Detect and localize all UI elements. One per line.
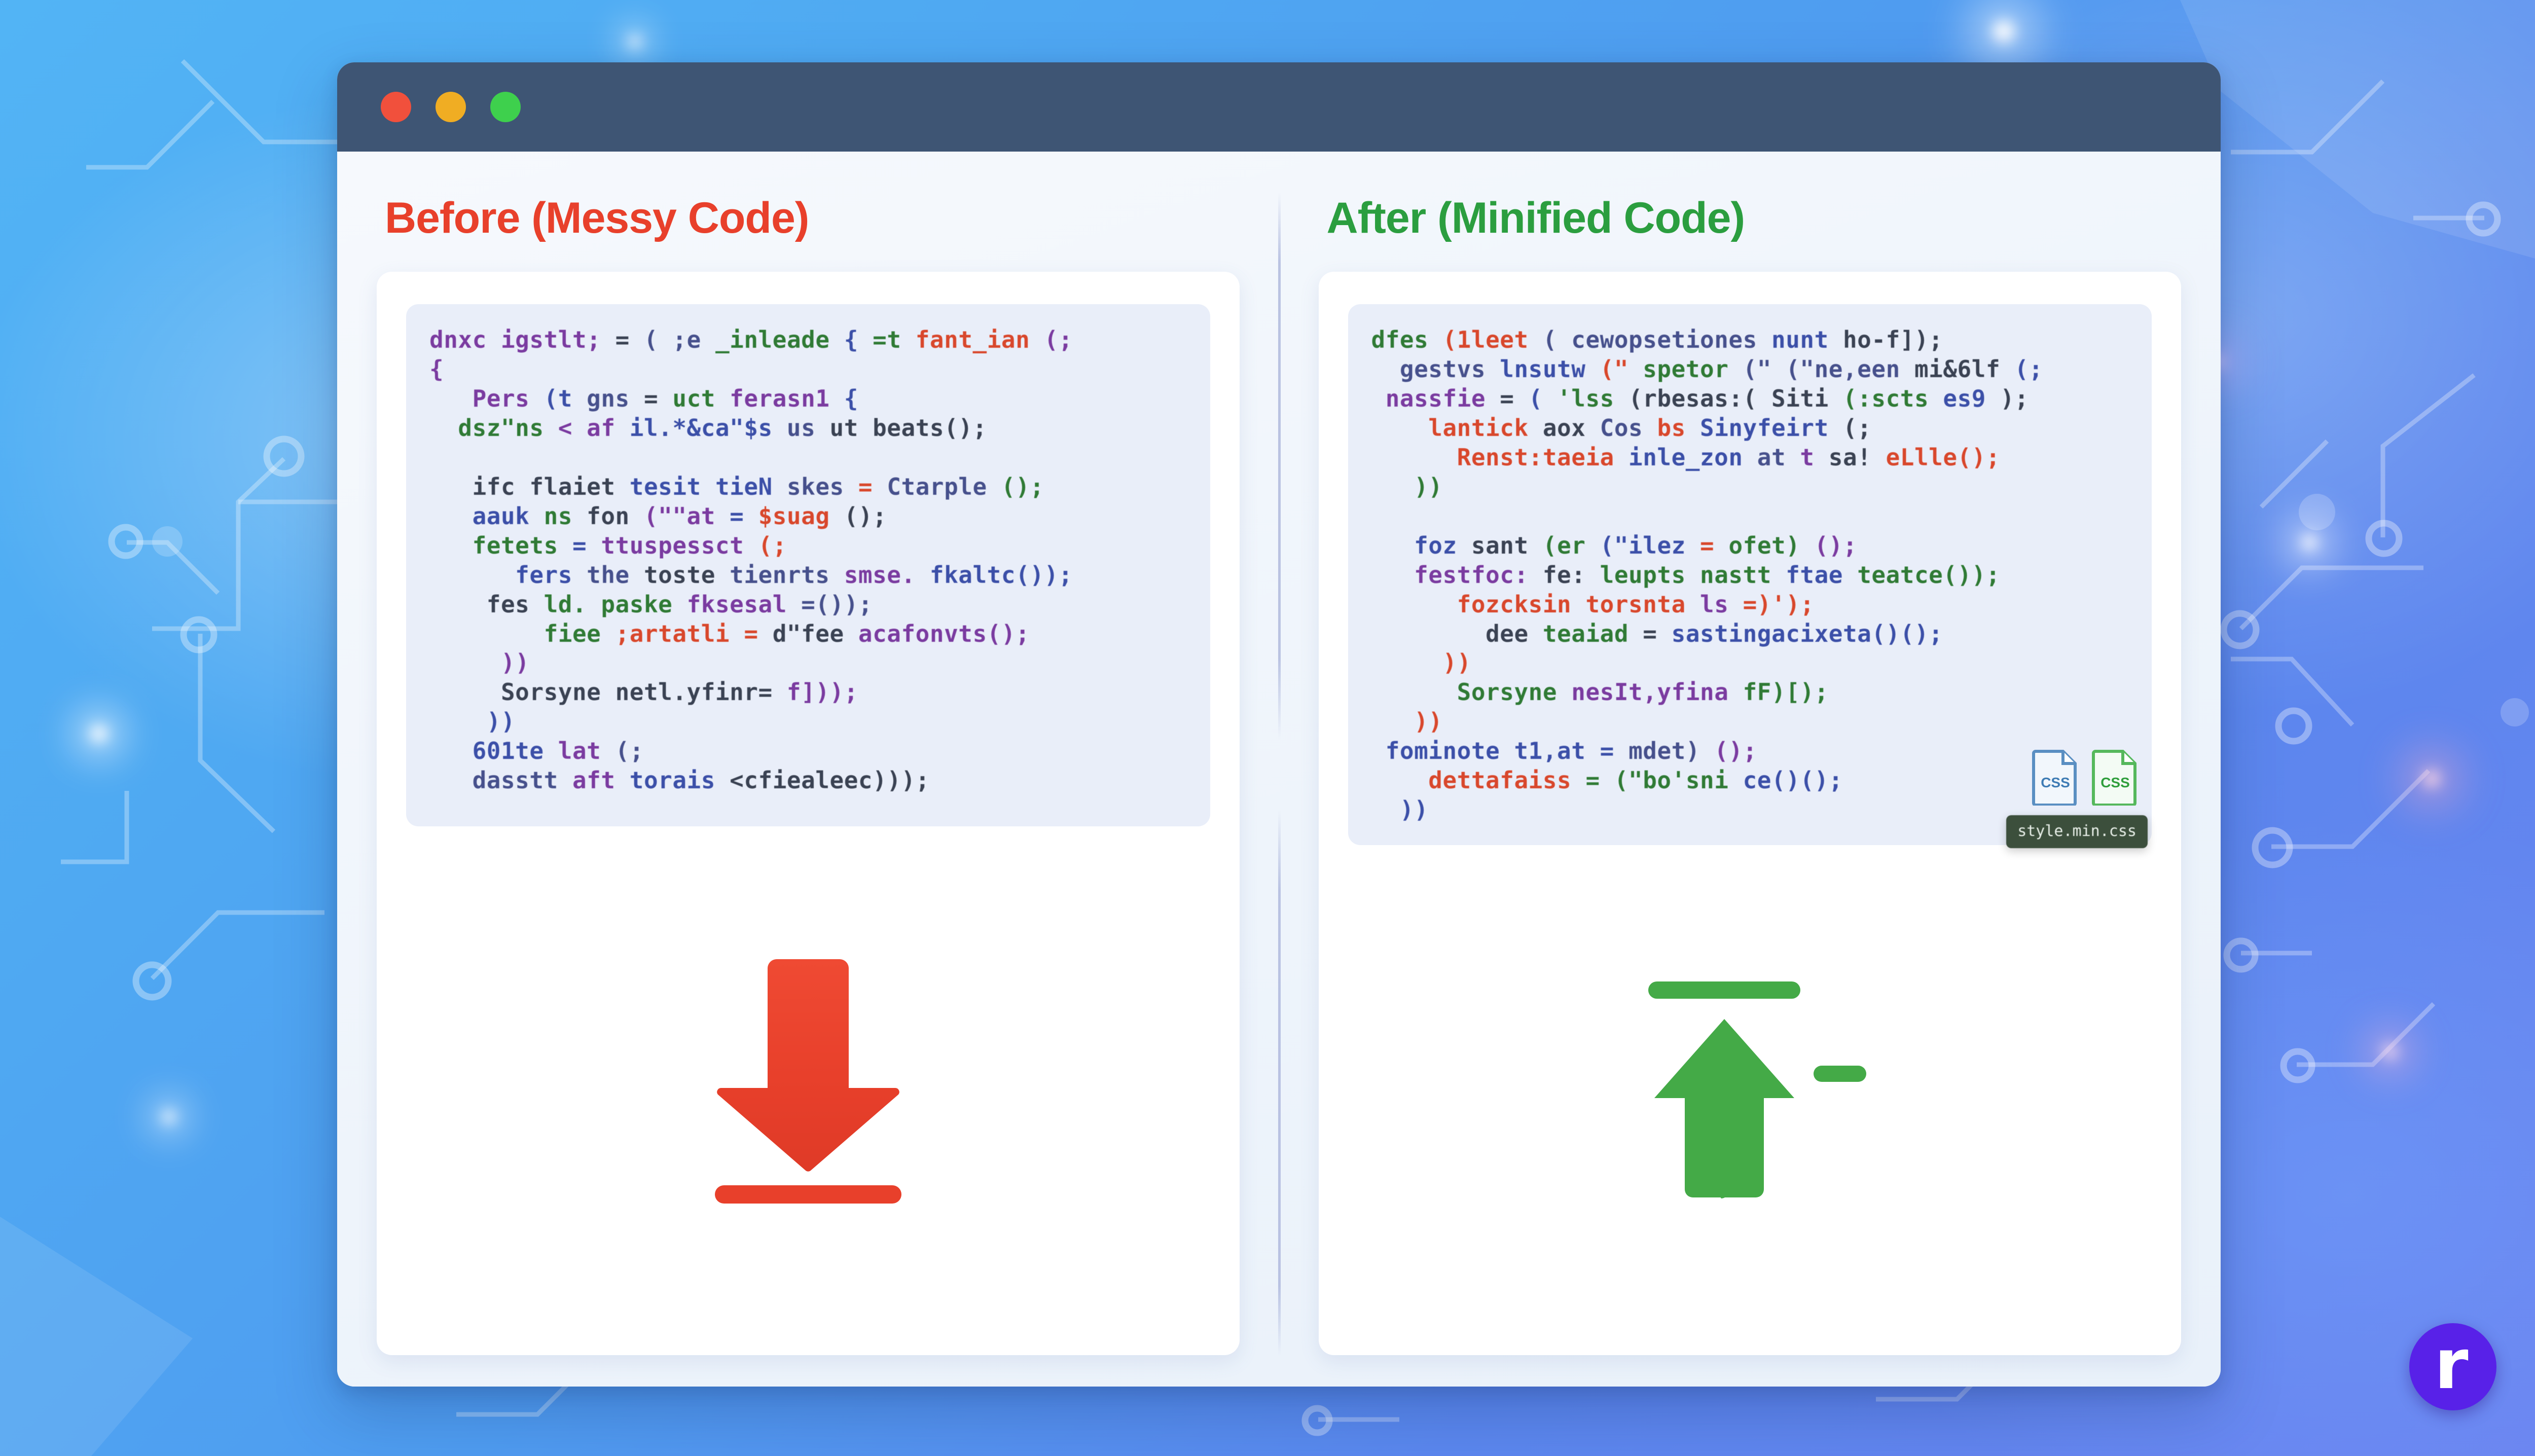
after-card: dfes (1leet ( cewopsetiones nunt ho-f]);… xyxy=(1318,272,2182,1355)
minified-filename-tooltip: style.min.css xyxy=(2006,815,2148,849)
glow-dot xyxy=(629,35,641,48)
window-content: Before (Messy Code) dnxc igstlt; = ( ;e … xyxy=(337,152,2221,1387)
code-line: lantick aox Cos bs Sinyfeirt (; xyxy=(1428,414,1872,442)
maximize-window-button[interactable] xyxy=(490,92,521,122)
browser-window: Before (Messy Code) dnxc igstlt; = ( ;e … xyxy=(337,62,2221,1387)
panel-divider xyxy=(1278,192,1281,1356)
window-titlebar xyxy=(337,62,2221,152)
before-arrow-area xyxy=(377,826,1240,1355)
minimize-window-button[interactable] xyxy=(436,92,466,122)
code-line: dee teaiad = sastingacixeta()(); xyxy=(1486,620,1943,647)
code-line: )) xyxy=(1399,796,1429,824)
code-line: )) xyxy=(1414,708,1443,736)
code-line: Sorsyne netl.yfinr= f])); xyxy=(500,678,858,706)
css-file-icon-original[interactable]: CSS xyxy=(2032,749,2079,806)
code-line: dettafaiss = ("bo'sni ce()(); xyxy=(1428,767,1843,794)
code-line: { xyxy=(429,355,444,383)
code-line: dnxc igstlt; = ( ;e _inleade { =t fant_i… xyxy=(429,326,1073,353)
file-badge-label: CSS xyxy=(2101,775,2130,790)
code-line: fozcksin torsnta ls =)'); xyxy=(1457,590,1815,618)
code-line: festfoc: fe: leupts nastt ftae teatce())… xyxy=(1414,561,2001,589)
after-panel: After (Minified Code) dfes (1leet ( cewo… xyxy=(1279,152,2221,1387)
after-code-block[interactable]: dfes (1leet ( cewopsetiones nunt ho-f]);… xyxy=(1348,304,2152,849)
glow-dot xyxy=(2302,535,2317,550)
before-card: dnxc igstlt; = ( ;e _inleade { =t fant_i… xyxy=(377,272,1240,1355)
code-line: )) xyxy=(500,649,530,677)
code-line: fes ld. paske fksesal =()); xyxy=(486,590,873,618)
after-arrow-area xyxy=(1319,845,2182,1355)
glow-dot xyxy=(2423,771,2440,787)
before-code-block[interactable]: dnxc igstlt; = ( ;e _inleade { =t fant_i… xyxy=(406,304,1210,826)
code-line: fiee ;artatli = d"fee acafonvts(); xyxy=(544,620,1030,647)
code-line: )) xyxy=(1442,649,1471,677)
upload-top-bar-icon xyxy=(1648,981,1801,999)
upload-arrow-icon xyxy=(1648,981,1867,1199)
before-panel-title: Before (Messy Code) xyxy=(385,194,809,242)
code-line: foz sant (er ("ilez = ofet) (); xyxy=(1414,531,1858,559)
glow-dot xyxy=(1993,20,2015,43)
code-line: fers the toste tienrts smse. fkaltc()); xyxy=(515,561,1073,589)
css-file-icon-minified[interactable]: CSS xyxy=(2092,749,2139,806)
brand-logo-letter: r xyxy=(2434,1325,2469,1405)
code-line: aauk ns fon (""at = $suag (); xyxy=(472,502,887,530)
code-line: )) xyxy=(1414,472,1443,500)
code-line: Renst:taeia inle_zon at t sa! eLlle(); xyxy=(1457,443,2001,471)
code-line xyxy=(1371,502,2130,531)
code-line: )) xyxy=(486,708,516,736)
code-line: fominote t1,at = mdet) (); xyxy=(1385,737,1757,765)
glow-dot xyxy=(90,725,107,742)
upload-side-dash-icon xyxy=(1814,1066,1867,1082)
code-line: 601te lat (; xyxy=(472,737,644,765)
after-panel-title: After (Minified Code) xyxy=(1326,194,1746,242)
code-line: dasstt aft torais <cfiealeec))); xyxy=(472,767,930,794)
download-arrow-icon xyxy=(714,959,901,1204)
code-line xyxy=(429,443,1188,472)
glow-dot xyxy=(162,1110,175,1123)
glow-dot xyxy=(2383,1044,2397,1059)
brand-logo[interactable]: r xyxy=(2409,1323,2496,1410)
code-line: Sorsyne nesIt,yfina fF)[); xyxy=(1457,678,1829,706)
file-badge-group: CSS CSS xyxy=(2032,749,2139,806)
code-line: dfes (1leet ( cewopsetiones nunt ho-f]); xyxy=(1371,326,1943,353)
code-line: ifc flaiet tesit tieN skes = Ctarple (); xyxy=(472,472,1044,500)
close-window-button[interactable] xyxy=(381,92,411,122)
code-line: gestvs lnsutw (" spetor (" ("ne,een mi&6… xyxy=(1399,355,2043,383)
code-line: Pers (t gns = uct ferasn1 { xyxy=(472,384,858,412)
code-line: nassfie = ( 'lss (rbesas:( Siti (:scts e… xyxy=(1385,384,2029,412)
before-panel: Before (Messy Code) dnxc igstlt; = ( ;e … xyxy=(337,152,1279,1387)
file-badge-label: CSS xyxy=(2041,775,2070,790)
code-line: fetets = ttuspessct (; xyxy=(472,531,787,559)
code-line: dsz"ns < af il.*&ca"$s us ut beats(); xyxy=(458,414,987,442)
